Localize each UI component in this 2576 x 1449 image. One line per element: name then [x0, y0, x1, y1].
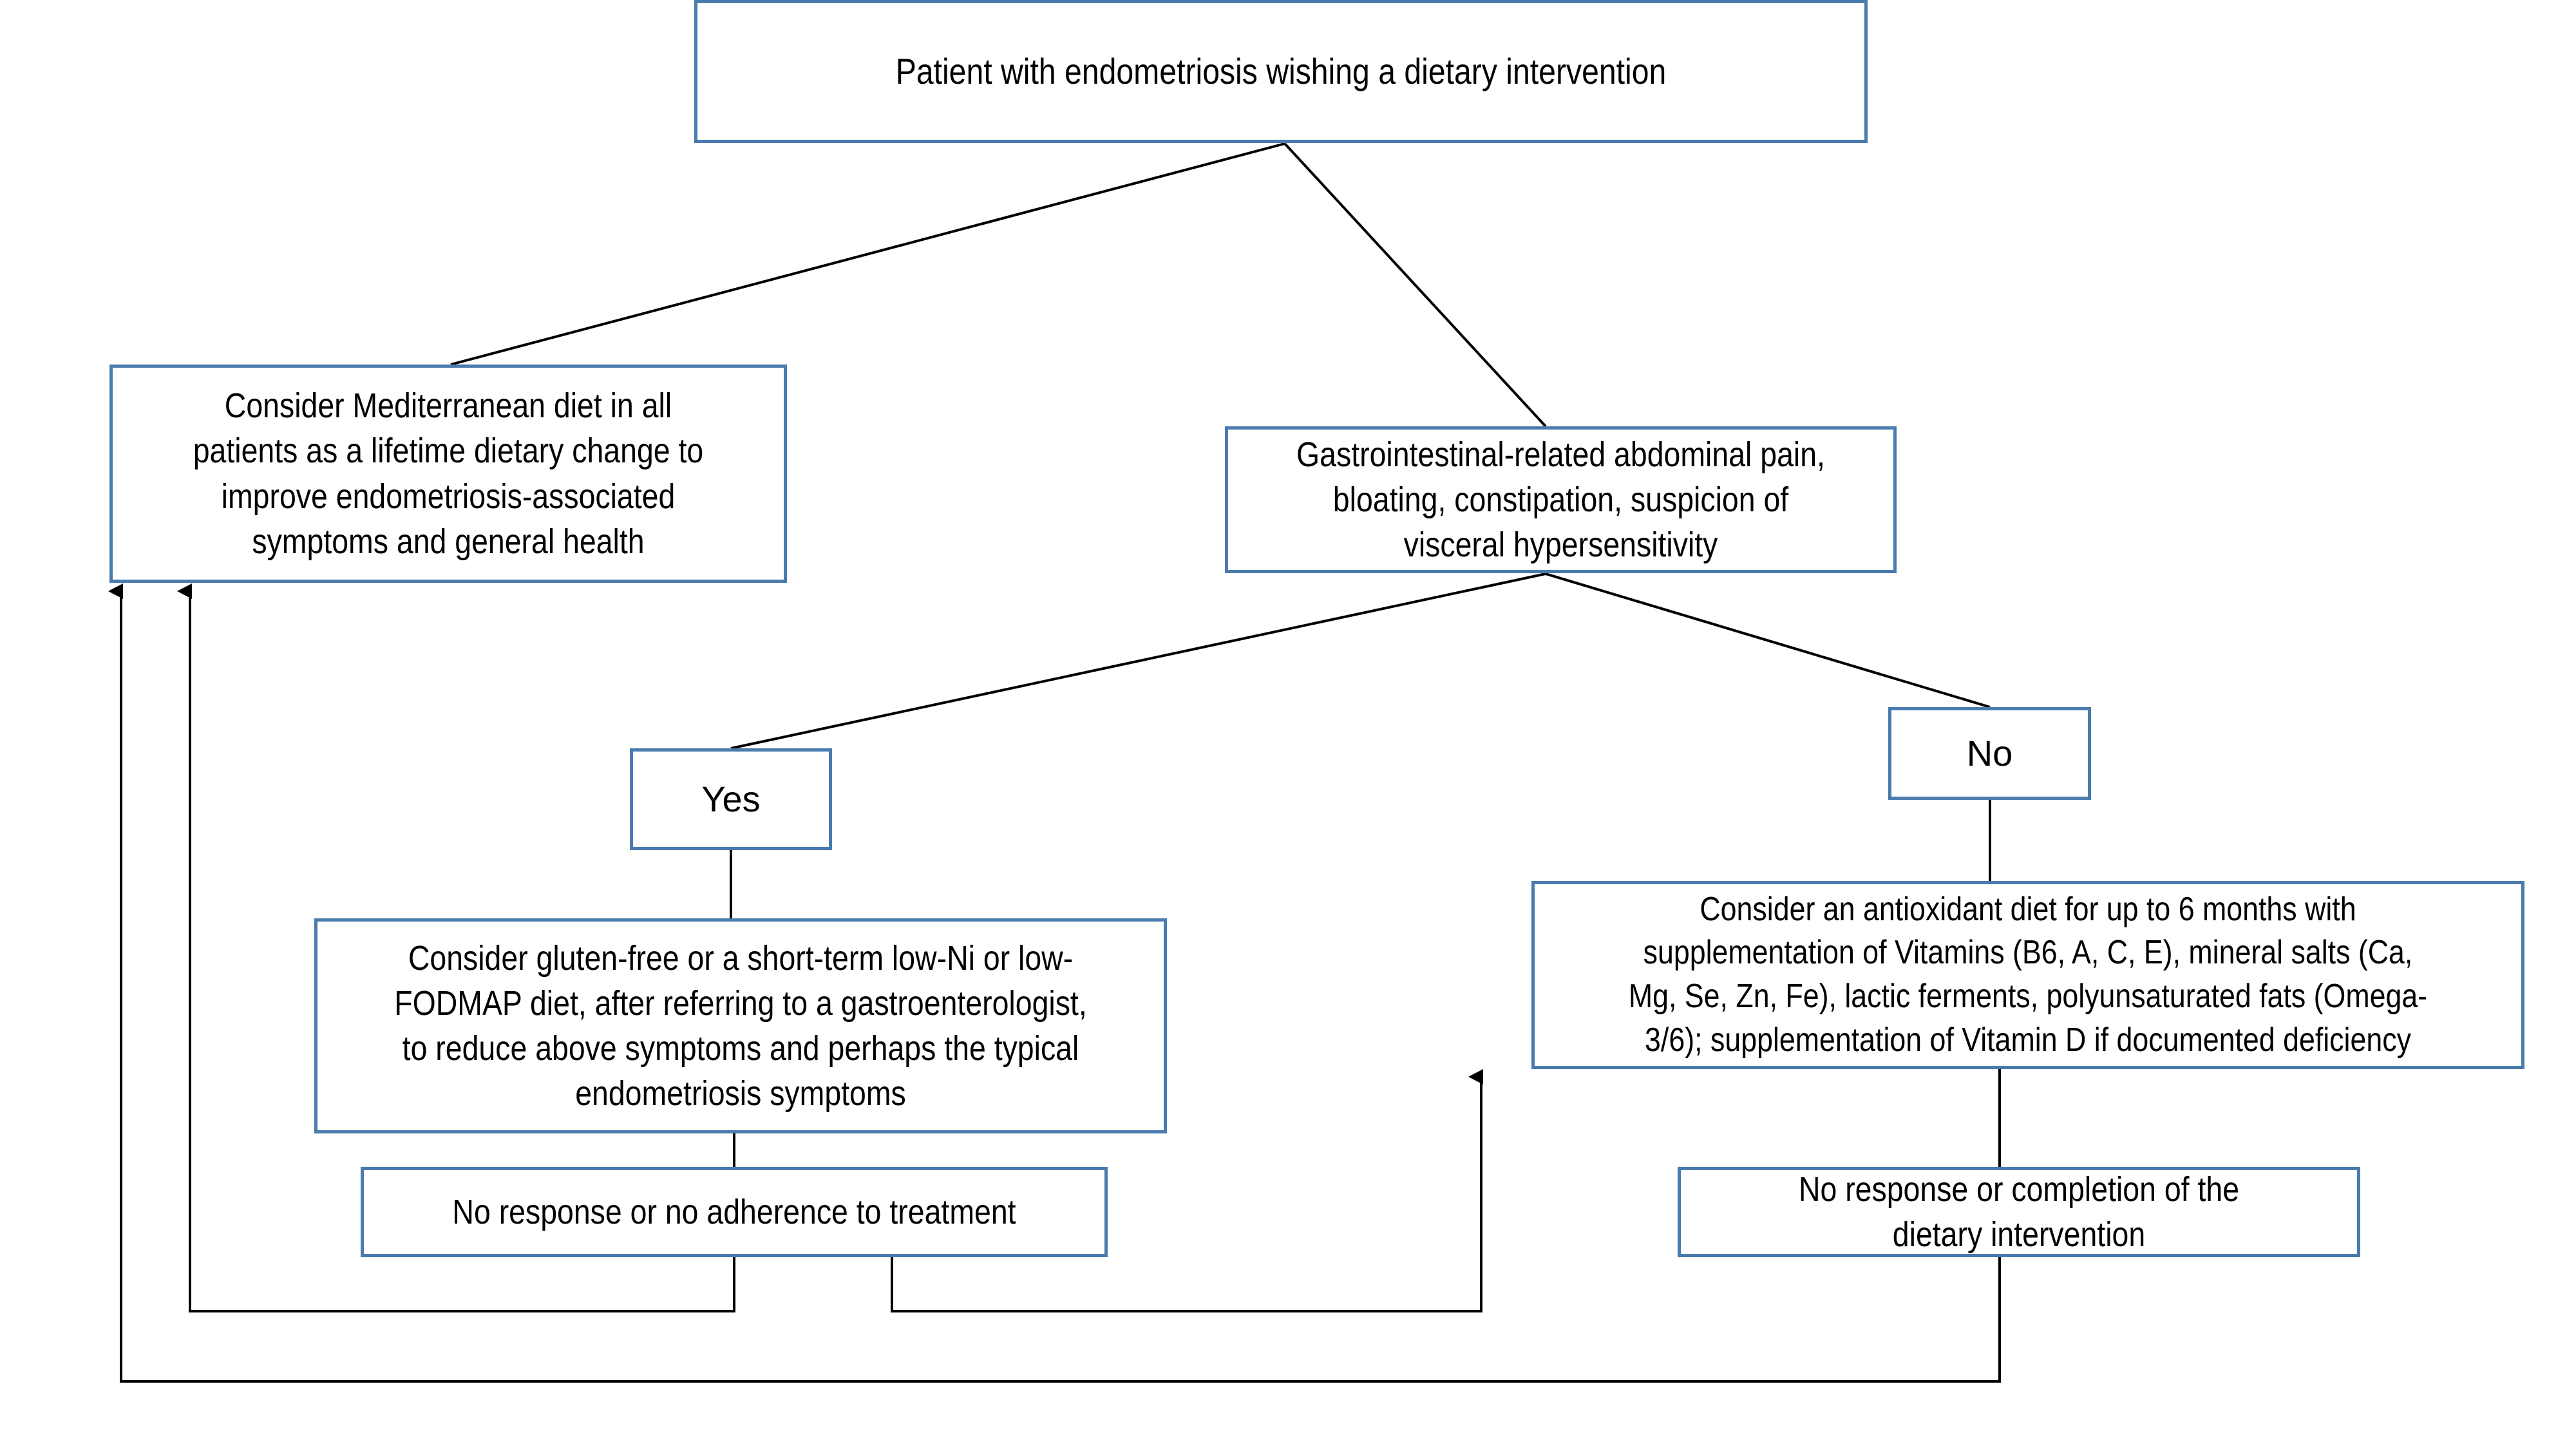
node-mediterranean-diet-label: Consider Mediterranean diet in all patie…	[193, 386, 704, 561]
node-decision-yes[interactable]: Yes	[630, 748, 832, 850]
node-start-label: Patient with endometriosis wishing a die…	[895, 50, 1667, 91]
node-no-response-or-completion-label: No response or completion of the dietary…	[1798, 1170, 2240, 1254]
node-gastrointestinal-symptoms[interactable]: Gastrointestinal-related abdominal pain,…	[1225, 426, 1897, 573]
edge-start-to-gastrointestinal	[1283, 142, 1547, 428]
edge-start-to-mediterranean	[450, 142, 1285, 366]
node-no-response-or-adherence[interactable]: No response or no adherence to treatment	[361, 1167, 1108, 1257]
node-mediterranean-diet[interactable]: Consider Mediterranean diet in all patie…	[109, 365, 787, 583]
node-no-response-or-completion[interactable]: No response or completion of the dietary…	[1678, 1167, 2360, 1257]
edge-gastrointestinal-to-yes	[730, 573, 1546, 750]
node-start[interactable]: Patient with endometriosis wishing a die…	[694, 0, 1868, 143]
node-no-response-or-adherence-label: No response or no adherence to treatment	[452, 1192, 1016, 1231]
edge-gastrointestinal-to-no	[1545, 573, 1991, 708]
node-antioxidant-diet-label: Consider an antioxidant diet for up to 6…	[1628, 890, 2428, 1059]
node-decision-no-label: No	[1966, 732, 2013, 773]
node-antioxidant-diet[interactable]: Consider an antioxidant diet for up to 6…	[1531, 881, 2524, 1069]
node-gluten-free-diet[interactable]: Consider gluten-free or a short-term low…	[314, 918, 1167, 1133]
node-gastrointestinal-symptoms-label: Gastrointestinal-related abdominal pain,…	[1296, 435, 1825, 565]
node-gluten-free-diet-label: Consider gluten-free or a short-term low…	[394, 938, 1087, 1113]
node-decision-yes-label: Yes	[701, 778, 761, 819]
node-decision-no[interactable]: No	[1888, 707, 2091, 800]
